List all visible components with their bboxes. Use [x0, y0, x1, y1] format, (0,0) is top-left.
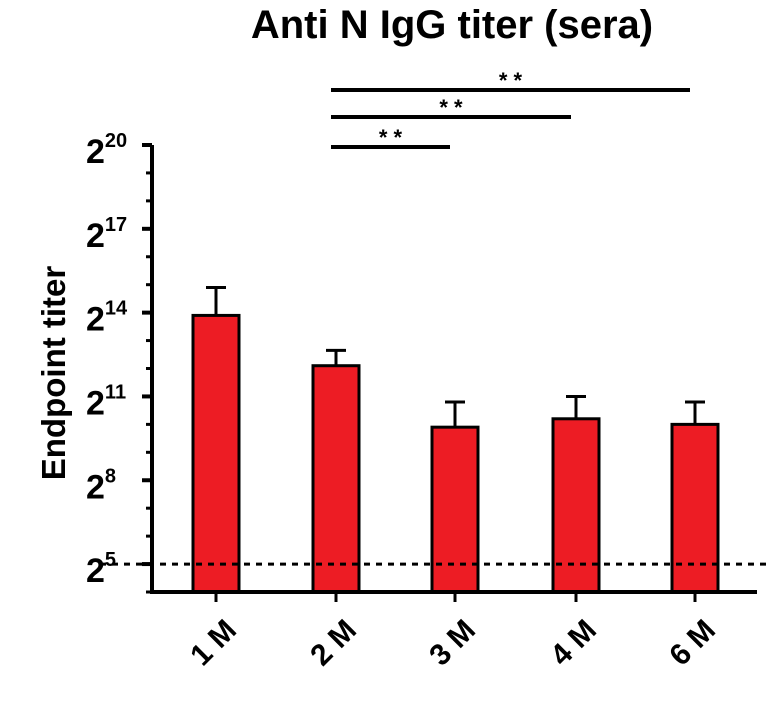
- y-tick-label: 25: [86, 549, 116, 590]
- x-tick-label: 3 M: [423, 614, 482, 673]
- x-tick-labels: 1 M 2 M 3 M 4 M 6 M: [184, 614, 722, 673]
- significance-label: * *: [499, 68, 523, 93]
- bar-6m: [670, 422, 720, 594]
- x-tick-label: 1 M: [184, 614, 243, 673]
- chart-title: Anti N IgG titer (sera): [251, 3, 653, 47]
- y-axis-label: Endpoint titer: [35, 266, 72, 481]
- x-tick-label: 4 M: [544, 614, 603, 673]
- significance-label: * *: [379, 125, 403, 150]
- y-tick-label: 217: [86, 214, 127, 255]
- y-tick-label: 214: [86, 298, 128, 339]
- significance-brackets: * * * * * *: [331, 68, 690, 150]
- y-tick-label: 211: [86, 381, 126, 422]
- bar-4m: [551, 417, 601, 594]
- axes-layer: [100, 143, 768, 602]
- bar-3m: [430, 425, 480, 594]
- bars-layer: [191, 313, 720, 594]
- x-tick-label: 6 M: [663, 614, 722, 673]
- y-tick-labels: 220 217 214 211 28 25: [86, 130, 128, 590]
- significance-label: * *: [439, 95, 463, 120]
- error-bars-layer: [206, 285, 705, 428]
- y-tick-label: 28: [86, 465, 116, 506]
- y-tick-label: 220: [86, 130, 127, 171]
- bar-1m: [191, 313, 241, 594]
- bar-2m: [311, 364, 361, 594]
- x-tick-label: 2 M: [304, 614, 363, 673]
